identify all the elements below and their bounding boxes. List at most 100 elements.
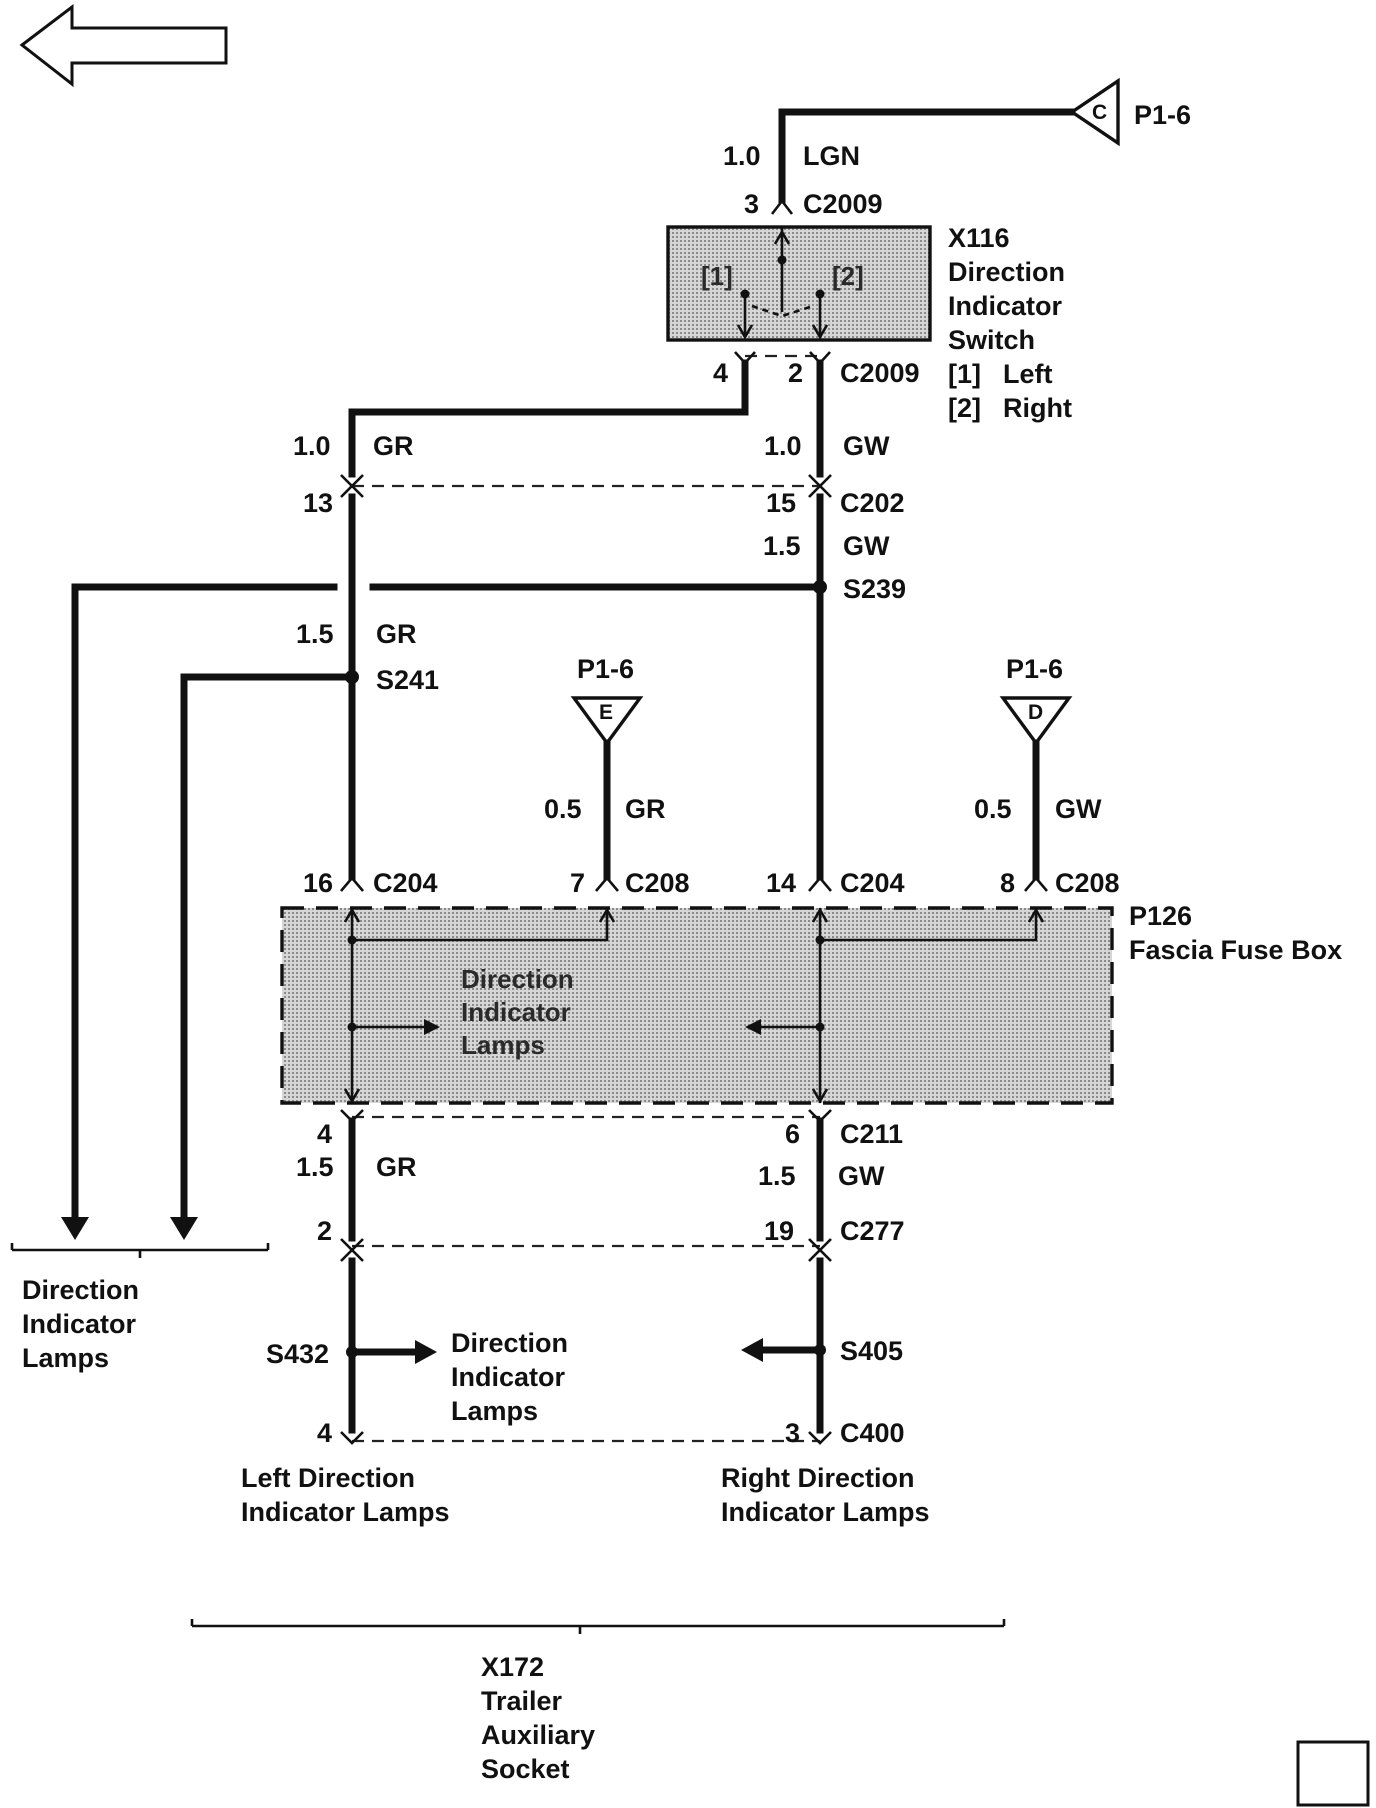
fusebox-id: P126 xyxy=(1129,901,1192,931)
pin-c211-6: 6 xyxy=(785,1119,800,1149)
wire-size-left-2: 1.5 xyxy=(296,619,334,649)
terminal-c202-13-lower xyxy=(340,484,364,498)
pin-c208-8: 8 xyxy=(1000,868,1015,898)
label-c400: C400 xyxy=(840,1418,905,1448)
pin-c400-3: 3 xyxy=(785,1418,800,1448)
wire-gr-upper xyxy=(348,359,749,478)
pin-letter-c: C xyxy=(1092,101,1107,124)
pin-c400-4: 4 xyxy=(317,1418,332,1448)
fusebox-inner-3: Lamps xyxy=(461,1030,545,1060)
wire-color-e: GR xyxy=(625,794,666,824)
splice-s239-dot xyxy=(813,580,827,594)
socket-line-2: Auxiliary xyxy=(481,1720,595,1750)
label-s239: S239 xyxy=(843,574,906,604)
switch-name-2: Indicator xyxy=(948,291,1063,321)
wire-size-right-2: 1.5 xyxy=(763,531,801,561)
arrow-s432 xyxy=(415,1340,437,1364)
label-s432: S432 xyxy=(266,1339,329,1369)
switch-position-2: [2] xyxy=(832,261,864,291)
socket-line-1: Trailer xyxy=(481,1686,563,1716)
right-direction-1: Right Direction xyxy=(721,1463,915,1493)
wire-size-e: 0.5 xyxy=(544,794,582,824)
terminal-c202-15-lower xyxy=(808,484,832,498)
label-s241: S241 xyxy=(376,665,439,695)
switch-legend-2-val: Right xyxy=(1003,393,1072,423)
connector-p1-6-top: C P1-6 xyxy=(1068,77,1191,147)
socket-id: X172 xyxy=(481,1652,544,1682)
wire-size-d: 0.5 xyxy=(974,794,1012,824)
terminal-c204-16 xyxy=(340,875,364,892)
switch-legend-2-key: [2] xyxy=(948,393,981,423)
wire-color-left-2: GR xyxy=(376,619,417,649)
pin-c211-4: 4 xyxy=(317,1119,332,1149)
label-c2009-bottom: C2009 xyxy=(840,358,920,388)
label-c202: C202 xyxy=(840,488,905,518)
wire-color-right-2: GW xyxy=(843,531,890,561)
label-c204-left: C204 xyxy=(373,868,438,898)
mid-lamps-2: Indicator xyxy=(451,1362,566,1392)
wire-lgn xyxy=(778,108,1076,204)
fusebox-inner-2: Indicator xyxy=(461,997,571,1027)
left-direction-2: Indicator Lamps xyxy=(241,1497,450,1527)
socket-line-3: Socket xyxy=(481,1754,570,1784)
label-c277: C277 xyxy=(840,1216,905,1246)
wire-size-right-1: 1.0 xyxy=(764,431,802,461)
label-c2009-top: C2009 xyxy=(803,189,883,219)
pin-c2009-2: 2 xyxy=(788,358,803,388)
left-direction-1: Left Direction xyxy=(241,1463,415,1493)
terminal-c400-3 xyxy=(808,1431,832,1445)
label-c204-right: C204 xyxy=(840,868,905,898)
fusebox-name: Fascia Fuse Box xyxy=(1129,935,1342,965)
pin-c208-7: 7 xyxy=(570,868,585,898)
pin-c202-13: 13 xyxy=(303,488,333,518)
terminal-c400-4 xyxy=(340,1431,364,1445)
page-square-icon[interactable] xyxy=(1296,1740,1370,1807)
fusebox-inner-1: Direction xyxy=(461,964,574,994)
label-c208-left: C208 xyxy=(625,868,690,898)
pin-c204-16: 16 xyxy=(303,868,333,898)
left-lamps-2: Indicator xyxy=(22,1309,137,1339)
wire-color-right-3: GW xyxy=(838,1161,885,1191)
splice-s241-dot xyxy=(345,670,359,684)
label-c208-right: C208 xyxy=(1055,868,1120,898)
label-s405: S405 xyxy=(840,1336,903,1366)
switch-position-1: [1] xyxy=(701,261,733,291)
pin-c277-19: 19 xyxy=(764,1216,794,1246)
wire-color-top: LGN xyxy=(803,141,860,171)
wire-color-left-1: GR xyxy=(373,431,414,461)
wire-size-left-1: 1.0 xyxy=(293,431,331,461)
switch-name-1: Direction xyxy=(948,257,1065,287)
terminal-c208-7 xyxy=(595,875,619,892)
back-arrow-icon[interactable] xyxy=(19,3,228,88)
label-p1-6-e: P1-6 xyxy=(577,654,634,684)
wire-size-top: 1.0 xyxy=(723,141,761,171)
left-lamps-1: Direction xyxy=(22,1275,139,1305)
label-p1-6-d: P1-6 xyxy=(1006,654,1063,684)
switch-name-3: Switch xyxy=(948,325,1035,355)
wire-color-d: GW xyxy=(1055,794,1102,824)
left-lamps-3: Lamps xyxy=(22,1343,109,1373)
mid-lamps-1: Direction xyxy=(451,1328,568,1358)
switch-legend-1-key: [1] xyxy=(948,359,981,389)
pin-c277-2: 2 xyxy=(317,1216,332,1246)
pin-c2009-3: 3 xyxy=(744,189,759,219)
right-direction-2: Indicator Lamps xyxy=(721,1497,930,1527)
connector-p1-6-e: P1-6 E xyxy=(570,654,644,746)
label-p1-6-top: P1-6 xyxy=(1134,100,1191,130)
wire-color-left-3: GR xyxy=(376,1152,417,1182)
pin-c202-15: 15 xyxy=(766,488,796,518)
terminal-c277-19-lower xyxy=(808,1248,832,1262)
wire-s239-branch-left xyxy=(71,583,338,1222)
wire-s241-branch xyxy=(180,673,356,1222)
direction-indicator-switch: [1] [2] xyxy=(666,225,932,342)
terminal-c2009-3 xyxy=(770,198,794,215)
pin-c204-14: 14 xyxy=(766,868,796,898)
terminal-c277-2-lower xyxy=(340,1248,364,1262)
fascia-fuse-box: Direction Indicator Lamps xyxy=(280,906,1114,1105)
terminal-c204-14 xyxy=(808,875,832,892)
connector-p1-6-d: P1-6 D xyxy=(999,654,1073,746)
label-c211: C211 xyxy=(840,1119,903,1149)
wire-size-left-3: 1.5 xyxy=(296,1152,334,1182)
terminal-c208-8 xyxy=(1024,875,1048,892)
